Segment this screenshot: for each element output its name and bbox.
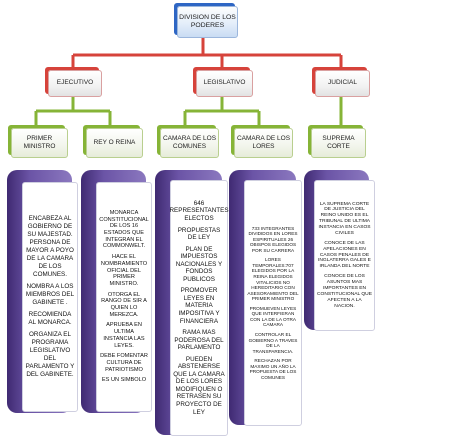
detail-text-box: MONARCA CONSTITUCIONAL DE LOS 16 ESTADOS… — [96, 182, 152, 412]
root-label: DIVISION DE LOS PODERES — [179, 13, 236, 29]
detail-text-box: 646 REPRESENTANTES ELECTOS PROPUESTAS DE… — [169, 180, 229, 436]
organ-label: SUPREMA CORTE — [322, 134, 355, 150]
detail-item: RECOMIENDA AL MONARCA. — [28, 311, 72, 327]
detail-item: CONTROLAR EL GOBIERNO A TRAVES DE LA TRA… — [248, 331, 298, 354]
detail-item: ORGANIZA EL PROGRAMA LEGISLATIVO DEL PAR… — [25, 331, 75, 379]
organ-camara-lores: CAMARA DE LOS LORES — [234, 128, 293, 158]
detail-item: PROMOVER LEYES EN MATERIA IMPOSITIVA Y F… — [178, 287, 220, 325]
detail-item: NOMBRA A LOS MIEMBROS DEL GABINETE . — [25, 282, 75, 307]
branch-label: EJECUTIVO — [56, 79, 94, 87]
detail-panel-camara-comunes: 646 REPRESENTANTES ELECTOS PROPUESTAS DE… — [155, 170, 229, 436]
detail-item: 733 INTEGRANTES DIVIDIDOS EN LORES ESPIR… — [248, 225, 298, 253]
detail-item: APRUEBA EN ULTIMA INSTANCIA LAS LEYES. — [103, 322, 145, 349]
detail-item: RECHAZAN POR MAXIMO UN AÑO LA PROPUESTA … — [249, 358, 297, 380]
organ-suprema-corte: SUPREMA CORTE — [311, 128, 366, 158]
organ-label: REY O REINA — [93, 138, 136, 146]
detail-item: MONARCA CONSTITUCIONAL DE LOS 16 ESTADOS… — [99, 209, 149, 250]
detail-item: HACE EL NOMBRAMIENTO OFICIAL DEL PRIMER … — [100, 254, 148, 287]
detail-item: OTORGA EL RANGO DE SIR A QUIEN LO MEREZC… — [101, 291, 147, 318]
detail-item: RAMA MAS PODEROSA DEL PARLAMENTO — [174, 329, 224, 352]
detail-item: PROMUEVEN LEYES QUE INTERFIERAN CON LA D… — [249, 305, 297, 328]
detail-item: ES UN SIMBOLO — [101, 377, 147, 384]
branch-connectors — [71, 38, 343, 70]
detail-panel-suprema-corte: LA SUPREMA CORTE DE JUSTICIA DEL REINO U… — [304, 170, 375, 331]
detail-item: LORES TEMPORALES:707 ELEGIDOS POR LA REI… — [247, 257, 299, 302]
detail-item: CONOCE DE LAS APELACIONES EN CASOS PENAL… — [318, 240, 371, 270]
detail-panel-primer-ministro: ENCABEZA AL GOBIERNO DE SU MAJESTAD. PER… — [7, 170, 78, 413]
detail-text-box: ENCABEZA AL GOBIERNO DE SU MAJESTAD. PER… — [22, 182, 78, 412]
branch-label: JUDICIAL — [328, 79, 357, 87]
detail-item: DEBE FOMENTAR CULTURA DE PATRIOTISMO — [100, 353, 148, 373]
detail-item: 646 REPRESENTANTES ELECTOS — [169, 199, 229, 222]
detail-text-box: 733 INTEGRANTES DIVIDIDOS EN LORES ESPIR… — [244, 180, 302, 426]
organ-camara-comunes: CAMARA DE LOS COMUNES — [160, 128, 219, 158]
organ-label: CAMARA DE LOS LORES — [236, 134, 291, 150]
detail-item: LA SUPREMA CORTE DE JUSTICIA DEL REINO U… — [318, 201, 371, 236]
detail-item: PLAN DE IMPUESTOS NACIONALES Y FONDOS PU… — [175, 245, 223, 283]
organ-rey-o-reina: REY O REINA — [86, 128, 143, 158]
detail-item: ENCABEZA AL GOBIERNO DE SU MAJESTAD. PER… — [26, 214, 74, 278]
detail-item: PROPUESTAS DE LEY — [177, 226, 221, 242]
organ-primer-ministro: PRIMER MINISTRO — [11, 128, 68, 158]
branch-ejecutivo: EJECUTIVO — [48, 70, 102, 97]
organ-connectors — [34, 96, 343, 128]
organ-label: PRIMER MINISTRO — [23, 134, 56, 150]
branch-label: LEGISLATIVO — [203, 79, 246, 87]
organ-label: CAMARA DE LOS COMUNES — [162, 134, 217, 150]
detail-panel-camara-lores: 733 INTEGRANTES DIVIDIDOS EN LORES ESPIR… — [229, 170, 302, 426]
root-node: DIVISION DE LOS PODERES — [177, 6, 238, 38]
detail-item: PUEDEN ABSTENERSE QUE LA CAMARA DE LOS L… — [173, 355, 225, 416]
detail-text-box: LA SUPREMA CORTE DE JUSTICIA DEL REINO U… — [314, 180, 375, 331]
branch-judicial: JUDICIAL — [315, 70, 370, 97]
branch-legislativo: LEGISLATIVO — [196, 70, 253, 97]
detail-panel-rey-o-reina: MONARCA CONSTITUCIONAL DE LOS 16 ESTADOS… — [81, 170, 152, 413]
detail-item: CONOCE DE LOS ASUNTOS MAS IMPORTANTES EN… — [317, 274, 372, 309]
